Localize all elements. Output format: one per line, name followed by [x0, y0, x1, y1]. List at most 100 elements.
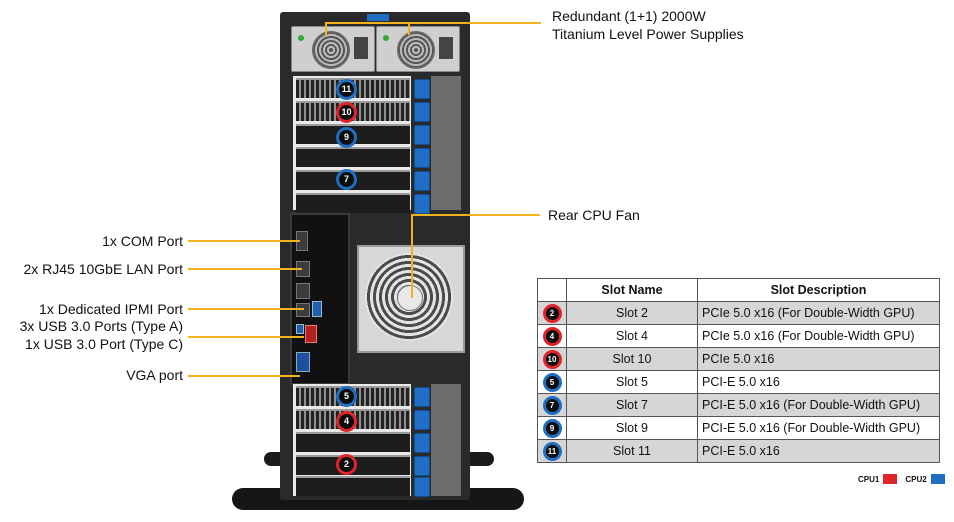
slot-marker-10: 10: [336, 102, 357, 123]
slot-latch[interactable]: [414, 148, 430, 168]
slot-badge: 5: [542, 372, 562, 392]
vga-port[interactable]: [296, 352, 310, 372]
slot-badge: 2: [542, 303, 562, 323]
table-cell-marker: 10: [537, 347, 567, 371]
slot-badge: 7: [542, 395, 562, 415]
slot-latch[interactable]: [414, 171, 430, 191]
com-leader-line: [188, 240, 300, 242]
table-header-slot-name: Slot Name: [566, 278, 698, 302]
table-header-marker: [537, 278, 567, 302]
table-cell-desc: PCI-E 5.0 x16 (For Double-Width GPU): [697, 416, 940, 440]
table-cell-name: Slot 7: [566, 393, 698, 417]
expansion-slot-1: [296, 476, 410, 496]
table-row: 11 Slot 11 PCI-E 5.0 x16: [537, 439, 940, 463]
usb-c-callout: 1x USB 3.0 Port (Type C): [25, 336, 183, 352]
power-supply-1: [291, 26, 375, 72]
fan-leader-line: [411, 214, 413, 298]
usb-a-port[interactable]: [312, 301, 322, 317]
power-supply-2: [376, 26, 460, 72]
table-cell-name: Slot 10: [566, 347, 698, 371]
table-cell-marker: 11: [537, 439, 567, 463]
chassis-top-tab: [367, 14, 389, 21]
slot-latch[interactable]: [414, 456, 430, 476]
legend-cpu2-label: CPU2: [905, 474, 927, 484]
table-row: 4 Slot 4 PCIe 5.0 x16 (For Double-Width …: [537, 324, 940, 348]
ipmi-port[interactable]: [296, 303, 310, 317]
slot-latch[interactable]: [414, 477, 430, 497]
psu-led: [383, 35, 389, 41]
slot-marker-7: 7: [336, 169, 357, 190]
usb-a-callout: 3x USB 3.0 Ports (Type A): [19, 318, 183, 334]
slot-badge: 4: [542, 326, 562, 346]
rear-fan-callout: Rear CPU Fan: [548, 207, 640, 223]
cpu-legend: CPU1 CPU2: [858, 474, 945, 484]
slot-latch[interactable]: [414, 387, 430, 407]
legend-cpu1-label: CPU1: [858, 474, 880, 484]
slot-badge: 9: [542, 418, 562, 438]
table-row: 7 Slot 7 PCI-E 5.0 x16 (For Double-Width…: [537, 393, 940, 417]
table-row: 5 Slot 5 PCI-E 5.0 x16: [537, 370, 940, 394]
usb-a-port[interactable]: [305, 325, 317, 343]
usb-c-port[interactable]: [296, 324, 304, 334]
slot-latch[interactable]: [414, 194, 430, 214]
psu-power-socket: [354, 37, 368, 59]
slot-latch[interactable]: [414, 410, 430, 430]
table-cell-marker: 9: [537, 416, 567, 440]
lan-port-2[interactable]: [296, 283, 310, 299]
upper-side-panel: [431, 76, 461, 210]
table-row: 2 Slot 2 PCIe 5.0 x16 (For Double-Width …: [537, 301, 940, 325]
table-cell-name: Slot 4: [566, 324, 698, 348]
lan-leader-line: [188, 268, 302, 270]
ipmi-leader-line: [188, 308, 304, 310]
table-cell-desc: PCIe 5.0 x16: [697, 347, 940, 371]
legend-cpu1-swatch: [883, 474, 898, 484]
slot-latch[interactable]: [414, 433, 430, 453]
fan-hub: [397, 285, 423, 311]
psu-callout-line1: Redundant (1+1) 2000W: [552, 8, 706, 24]
table-cell-desc: PCI-E 5.0 x16: [697, 439, 940, 463]
expansion-slot-3: [296, 432, 410, 452]
table-cell-desc: PCI-E 5.0 x16: [697, 370, 940, 394]
psu-leader-line: [325, 22, 541, 24]
psu-callout-line2: Titanium Level Power Supplies: [552, 26, 744, 42]
expansion-slot-6: [296, 193, 410, 213]
slot-latch[interactable]: [414, 125, 430, 145]
table-cell-name: Slot 2: [566, 301, 698, 325]
usb-leader-line: [188, 336, 304, 338]
psu-fan-icon: [397, 31, 435, 69]
slot-marker-2: 2: [336, 454, 357, 475]
psu-fan-icon: [312, 31, 350, 69]
table-cell-desc: PCIe 5.0 x16 (For Double-Width GPU): [697, 324, 940, 348]
legend-cpu2-swatch: [930, 474, 945, 484]
ipmi-callout: 1x Dedicated IPMI Port: [39, 301, 183, 317]
table-cell-marker: 7: [537, 393, 567, 417]
lower-side-panel: [431, 384, 461, 496]
table-cell-desc: PCIe 5.0 x16 (For Double-Width GPU): [697, 301, 940, 325]
table-row: 9 Slot 9 PCI-E 5.0 x16 (For Double-Width…: [537, 416, 940, 440]
table-cell-name: Slot 5: [566, 370, 698, 394]
slot-marker-11: 11: [336, 79, 357, 100]
psu-power-socket: [439, 37, 453, 59]
fan-leader-line: [412, 214, 540, 216]
table-cell-marker: 5: [537, 370, 567, 394]
slot-marker-9: 9: [336, 127, 357, 148]
slot-marker-5: 5: [336, 386, 357, 407]
table-header-row: Slot Name Slot Description: [537, 278, 940, 302]
table-cell-name: Slot 9: [566, 416, 698, 440]
table-cell-marker: 2: [537, 301, 567, 325]
table-header-slot-description: Slot Description: [697, 278, 940, 302]
table-cell-name: Slot 11: [566, 439, 698, 463]
psu-leader-line: [408, 23, 410, 35]
table-row: 10 Slot 10 PCIe 5.0 x16: [537, 347, 940, 371]
slot-table: Slot Name Slot Description 2 Slot 2 PCIe…: [537, 278, 940, 463]
com-callout: 1x COM Port: [102, 233, 183, 249]
slot-latch[interactable]: [414, 102, 430, 122]
slot-badge: 11: [542, 441, 562, 461]
psu-leader-line: [325, 23, 327, 35]
lan-callout: 2x RJ45 10GbE LAN Port: [23, 261, 183, 277]
vga-callout: VGA port: [126, 367, 183, 383]
psu-led: [298, 35, 304, 41]
slot-badge: 10: [542, 349, 562, 369]
slot-latch[interactable]: [414, 79, 430, 99]
slot-marker-4: 4: [336, 411, 357, 432]
